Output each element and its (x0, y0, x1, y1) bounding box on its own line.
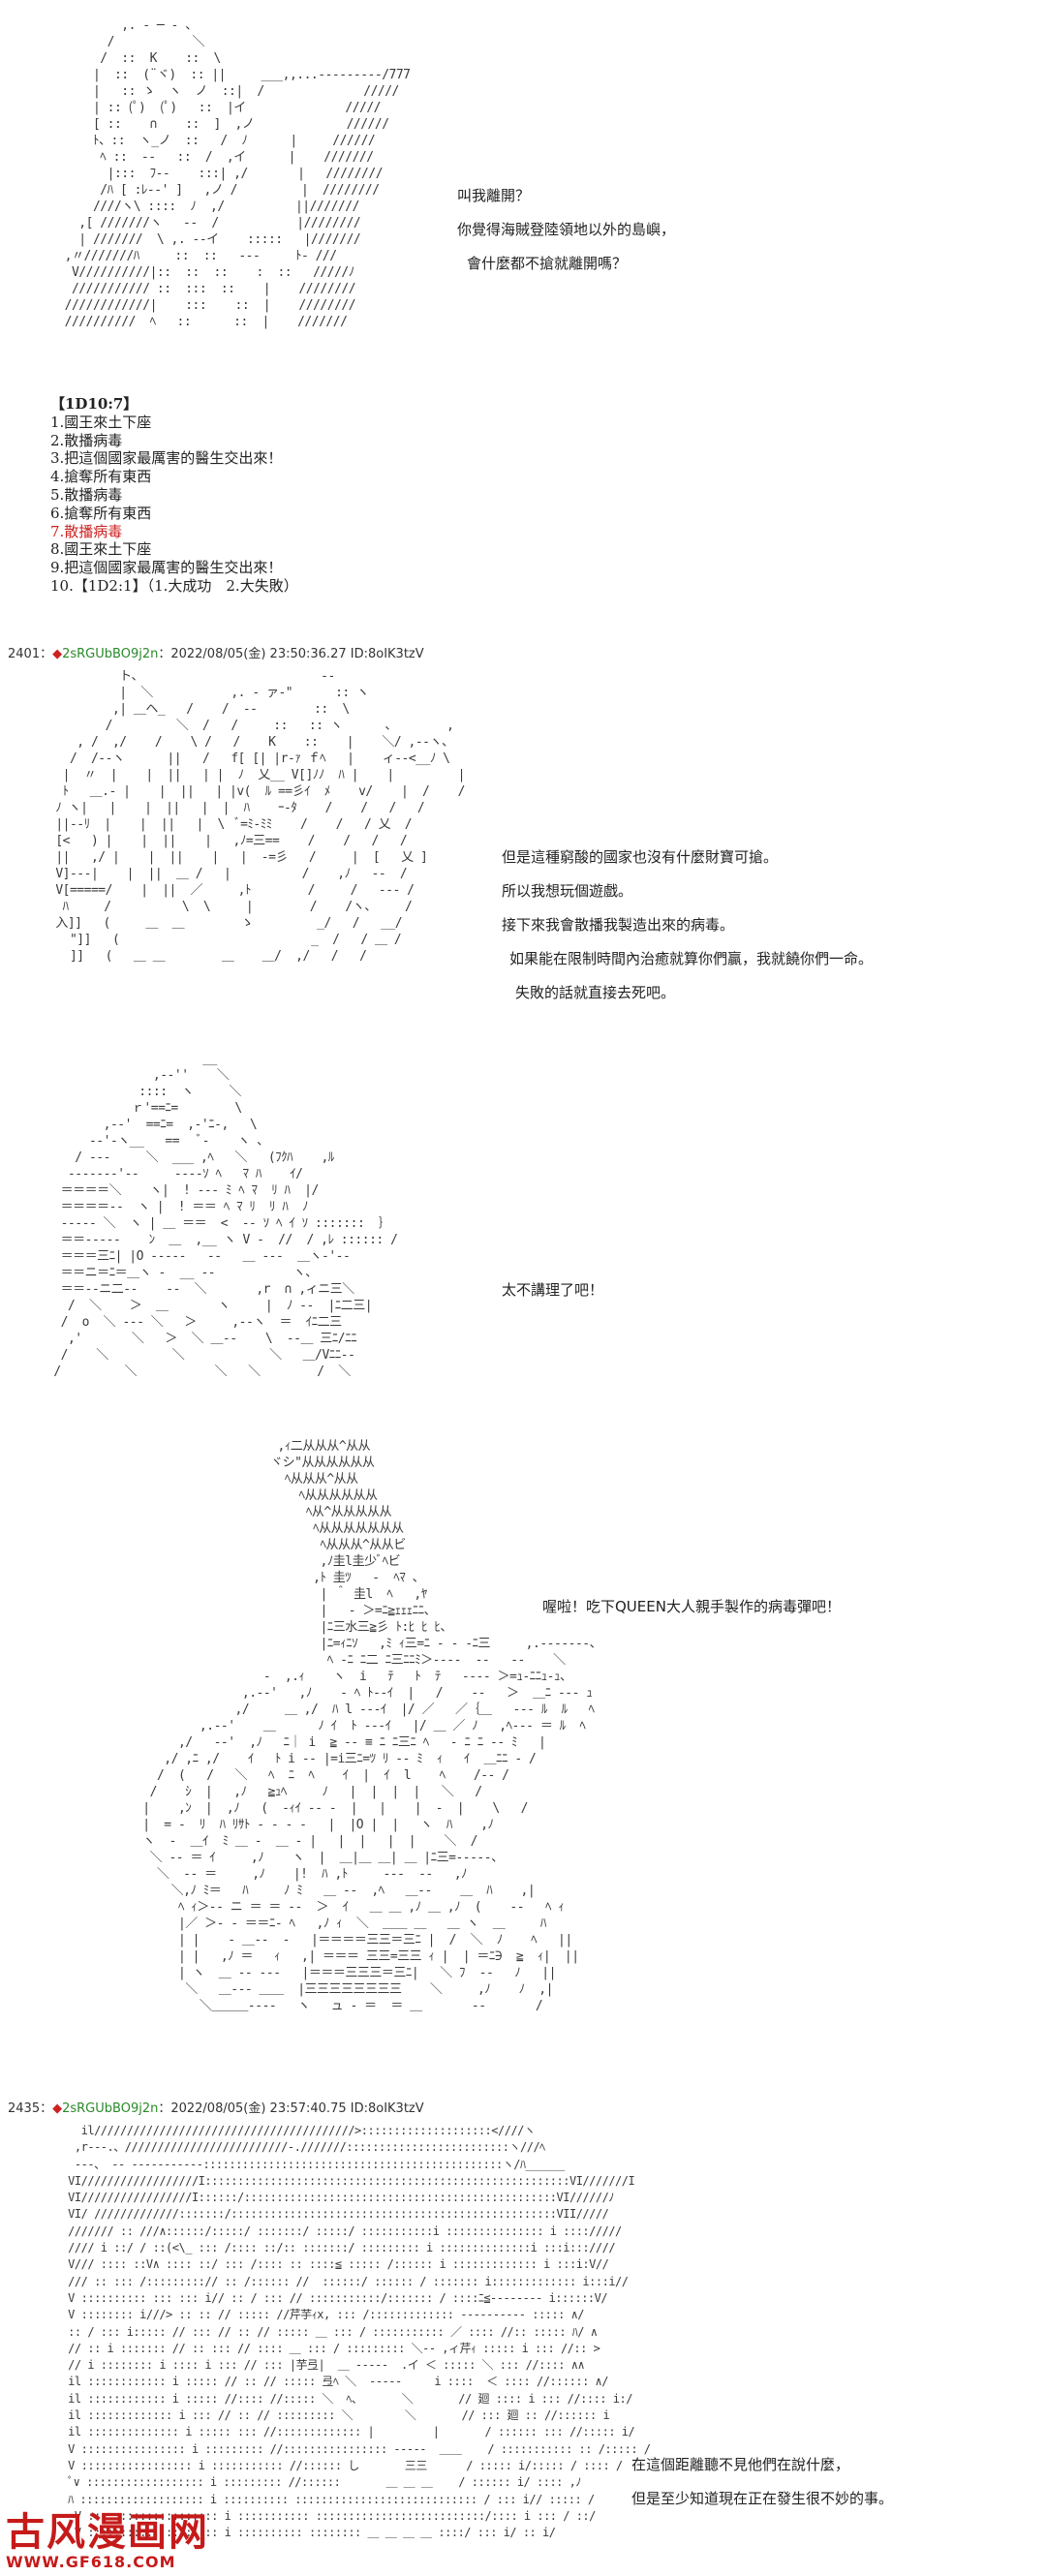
trip-diamond-icon: ◆ (52, 2101, 63, 2116)
dice-roll-item-highlighted: 7.散播病毒 (50, 522, 123, 540)
dialogue-line: 太不講理了吧！ (502, 1281, 604, 1299)
dialogue-cannon: 喔啦！吃下QUEEN大人親手製作的病毒彈吧！ (542, 1590, 841, 1624)
dialogue-captain: 叫我離開？ 你覺得海賊登陸領地以外的島嶼， 會什麼都不搶就離開嗎？ (457, 179, 675, 281)
dice-roll-item: 3.把這個國家最厲害的醫生交出來！ (50, 449, 283, 468)
dialogue-line: 你覺得海賊登陸領地以外的島嶼， (457, 221, 676, 238)
dialogue-queen: 但是這種窮酸的國家也沒有什麼財寶可搶。 所以我想玩個遊戲。 接下來我會散播我製造… (502, 841, 873, 1010)
ascii-art-crowd: __ ,‐‐'' ＼ :::: ヽ ＼ ｒ'==ﾆ= \ ,‐‐' ==ﾆ= ,… (53, 1052, 398, 1379)
dialogue-crowd: 太不講理了吧！ (502, 1273, 603, 1307)
dialogue-line: 喔啦！吃下QUEEN大人親手製作的病毒彈吧！ (542, 1598, 841, 1615)
ascii-art-closeup: il//////////////////////////////////////… (68, 2124, 651, 2540)
dice-roll-item: 1.國王來土下座 (50, 413, 152, 431)
post-meta: ：2022/08/05(金) 23:50:36.27 ID:8oIK3tzV (158, 647, 424, 661)
dialogue-line: 失敗的話就直接去死吧。 (515, 984, 676, 1001)
dialogue-line: 接下來我會散播我製造出來的病毒。 (502, 916, 735, 934)
dice-roll-list: 【1D10:7】 1.國王來土下座 2.散播病毒 3.把這個國家最厲害的醫生交出… (50, 395, 298, 596)
post-header: 2401：◆2sRGUbBO9j2n：2022/08/05(金) 23:50:3… (8, 647, 424, 661)
dice-roll-item: 5.散播病毒 (50, 485, 123, 504)
post-author-trip[interactable]: 2sRGUbBO9j2n (62, 2101, 159, 2116)
dialogue-line: 在這個距離聽不見他們在說什麼， (631, 2456, 850, 2473)
post-meta: ：2022/08/05(金) 23:57:40.75 ID:8oIK3tzV (158, 2101, 424, 2116)
dice-roll-item: 9.把這個國家最厲害的醫生交出來！ (50, 559, 283, 577)
dice-roll-item: 8.國王來土下座 (50, 540, 152, 559)
dice-roll-title: 【1D10:7】 (50, 395, 138, 413)
dice-roll-item: 4.搶奪所有東西 (50, 468, 152, 486)
watermark-url: WWW.GF618.COM (6, 2553, 176, 2571)
trip-diamond-icon: ◆ (52, 647, 63, 661)
ascii-art-queen: ト、 ‐‐ | ＼ ,. ‐ ァ‐" :: ヽ ,| ＿ヘ_ / / ‐‐ ::… (55, 669, 465, 964)
dialogue-line: 會什麼都不搶就離開嗎？ (467, 255, 628, 272)
dice-roll-item: 2.散播病毒 (50, 431, 123, 449)
dialogue-line: 但是這種窮酸的國家也沒有什麼財寶可搶。 (502, 848, 779, 866)
dialogue-line: 如果能在限制時間內治癒就算你們贏，我就饒你們一命。 (509, 950, 874, 967)
post-header: 2435：◆2sRGUbBO9j2n：2022/08/05(金) 23:57:4… (8, 2101, 424, 2116)
post-author-trip[interactable]: 2sRGUbBO9j2n (62, 647, 159, 661)
dialogue-line: 所以我想玩個遊戲。 (502, 882, 633, 900)
dice-roll-item: 6.搶奪所有東西 (50, 504, 152, 522)
ascii-art-virus-cannon: ,ｨ二从从从^从从 ヾシ"从从从从从从 ﾍ从从从^从从 ﾍ从从从从从从 ﾍ从^从… (142, 1439, 602, 2013)
dialogue-closeup: 在這個距離聽不見他們在說什麼， 但是至少知道現在正在發生很不妙的事。 (631, 2448, 893, 2516)
dice-roll-item: 10.【1D2:1】（1.大成功 2.大失敗） (50, 576, 298, 595)
dialogue-line: 但是至少知道現在正在發生很不妙的事。 (631, 2490, 894, 2507)
ascii-art-captain: ,. ‐ ─ ‐ 、 / ＼ / :: K :: \ | :: (¨ヾ) :: … (64, 18, 411, 329)
dialogue-line: 叫我離開？ (457, 187, 531, 204)
site-watermark: 古风漫画网 WWW.GF618.COM (6, 2509, 229, 2572)
watermark-title: 古风漫画网 (6, 2509, 209, 2555)
post-number: 2435 (8, 2101, 41, 2116)
post-number: 2401 (8, 647, 41, 661)
